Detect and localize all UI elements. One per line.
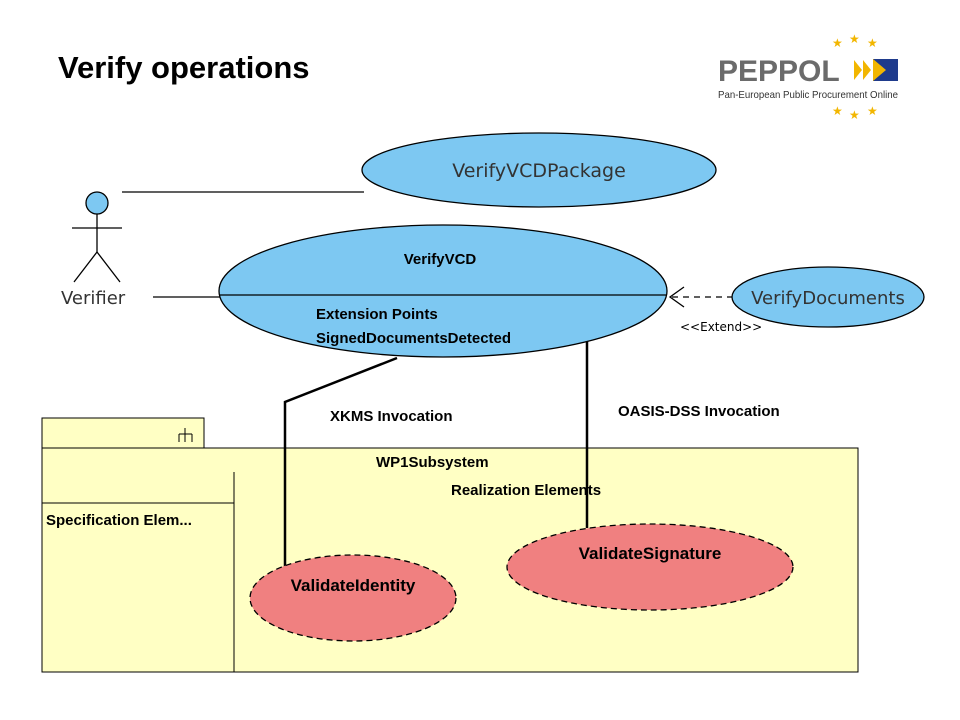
use-case-validateidentity[interactable]: ValidateIdentity bbox=[249, 554, 457, 642]
logo-arrow-icon bbox=[854, 59, 898, 81]
extend-relation bbox=[668, 286, 735, 308]
actor-label: Verifier bbox=[61, 288, 126, 309]
xkms-connector bbox=[283, 356, 398, 568]
eu-stars-icon: ★ ★ ★ ★ ★ ★ bbox=[832, 34, 878, 120]
svg-text:★: ★ bbox=[867, 104, 878, 118]
use-case-validatesignature[interactable]: ValidateSignature bbox=[506, 523, 794, 611]
svg-text:★: ★ bbox=[832, 36, 843, 50]
xkms-label: XKMS Invocation bbox=[330, 408, 453, 425]
logo-wordmark: PEPPOL bbox=[718, 55, 840, 88]
use-case-verifyvcd[interactable]: VerifyVCD Extension Points SignedDocumen… bbox=[218, 224, 668, 358]
subsystem-icon bbox=[178, 428, 193, 442]
verifyvcd-label: VerifyVCD bbox=[404, 251, 477, 268]
specification-elements-label: Specification Elem... bbox=[46, 512, 192, 529]
svg-text:★: ★ bbox=[867, 36, 878, 50]
use-case-verifyvcdpackage[interactable]: VerifyVCDPackage bbox=[361, 132, 717, 208]
oasis-label: OASIS-DSS Invocation bbox=[618, 403, 780, 420]
verifyvcdpackage-label: VerifyVCDPackage bbox=[452, 160, 626, 182]
logo-tagline: Pan-European Public Procurement Online bbox=[718, 89, 898, 101]
peppol-logo: ★ ★ ★ ★ ★ ★ PEPPOL Pan-European Public Procu… bbox=[718, 34, 898, 120]
slide-title: Verify operations bbox=[58, 50, 310, 85]
subsystem-name: WP1Subsystem bbox=[376, 454, 489, 471]
package-tab[interactable] bbox=[41, 417, 205, 449]
verifier-actor[interactable] bbox=[72, 191, 122, 283]
realization-elements-label: Realization Elements bbox=[451, 482, 601, 499]
validateidentity-label: ValidateIdentity bbox=[291, 576, 416, 595]
extend-label: <<Extend>> bbox=[680, 320, 762, 334]
svg-text:★: ★ bbox=[849, 34, 860, 46]
use-case-verifydocuments[interactable]: VerifyDocuments bbox=[731, 266, 925, 328]
svg-text:★: ★ bbox=[849, 108, 860, 120]
extension-point-item: SignedDocumentsDetected bbox=[316, 330, 511, 347]
svg-text:★: ★ bbox=[832, 104, 843, 118]
validatesignature-label: ValidateSignature bbox=[579, 544, 722, 563]
extension-points-heading: Extension Points bbox=[316, 306, 438, 323]
verifydocuments-label: VerifyDocuments bbox=[751, 288, 905, 309]
